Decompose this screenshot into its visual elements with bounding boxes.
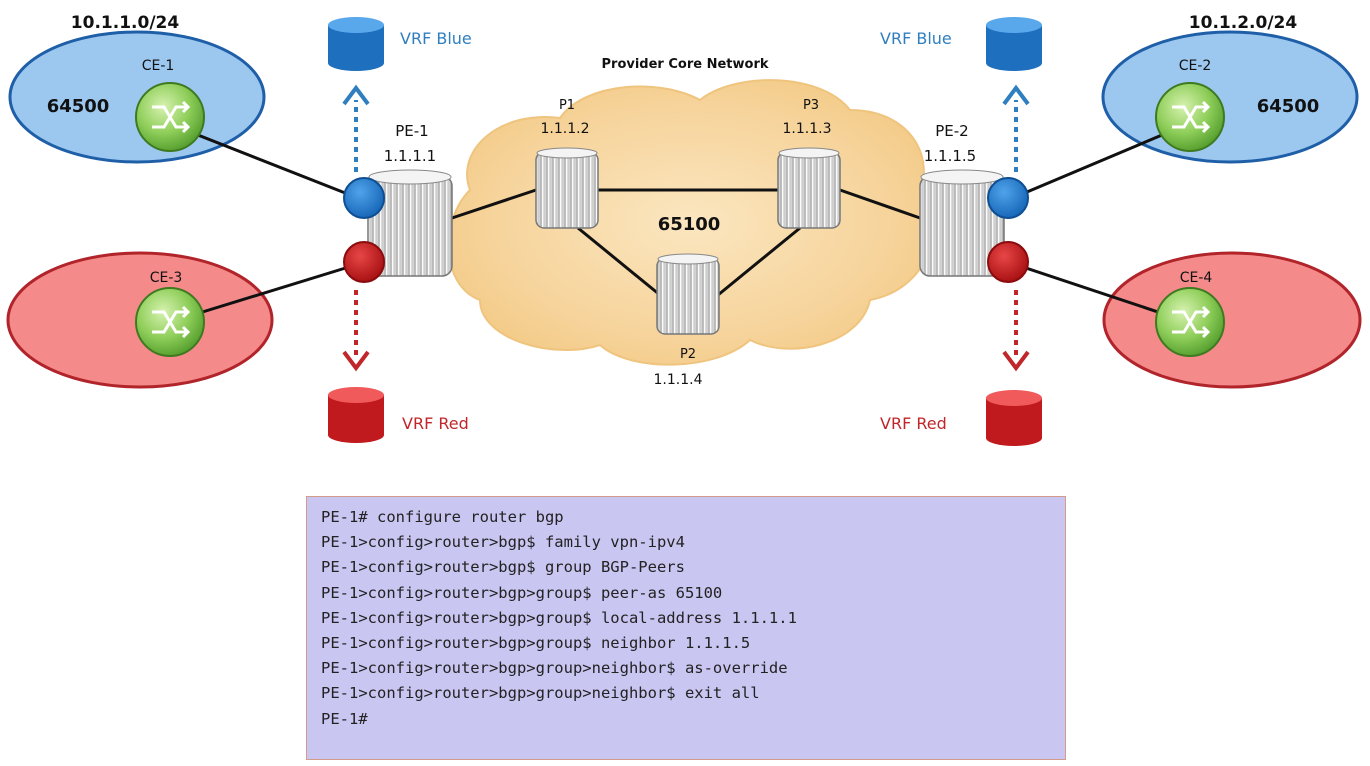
p3-name-label: P3 — [803, 98, 819, 113]
p1-ip-label: 1.1.1.2 — [541, 121, 590, 137]
vrf-red-left-icon — [328, 387, 384, 443]
ce4-label: CE-4 — [1180, 270, 1213, 286]
pe1-red-interface-dot — [343, 241, 385, 283]
vrf-blue-right-label: VRF Blue — [880, 29, 952, 48]
ce1-as-label: 64500 — [47, 96, 110, 117]
cli-line: PE-1# configure router bgp — [321, 508, 564, 526]
cli-line: PE-1>config>router>bgp$ group BGP-Peers — [321, 558, 685, 577]
router-pe2-icon — [919, 169, 1005, 277]
ce2-as-label: 64500 — [1257, 96, 1320, 117]
core-as-label: 65100 — [658, 214, 721, 235]
cli-line: PE-1>config>router>bgp>group>neighbor$ e… — [321, 684, 760, 703]
pe1-blue-interface-dot — [343, 177, 385, 219]
router-pe1-icon — [367, 169, 453, 277]
router-p1-icon — [535, 147, 599, 229]
ce3-label: CE-3 — [150, 270, 183, 286]
cli-line: PE-1# — [321, 709, 368, 728]
ce2-label: CE-2 — [1179, 58, 1212, 74]
cli-line: PE-1>config>router>bgp>group>neighbor$ a… — [321, 659, 788, 678]
vrf-red-right-icon — [986, 390, 1042, 446]
vrf-red-right-label: VRF Red — [880, 414, 947, 433]
router-ce4-icon — [1155, 287, 1225, 357]
pe2-red-interface-dot — [987, 241, 1029, 283]
ce1-label: CE-1 — [142, 58, 175, 74]
router-ce3-icon — [135, 287, 205, 357]
pe2-name-label: PE-2 — [935, 122, 968, 140]
vrf-arrows — [342, 84, 1030, 372]
router-p3-icon — [777, 147, 841, 229]
pe2-ip-label: 1.1.1.5 — [924, 147, 976, 165]
p2-ip-label: 1.1.1.4 — [654, 372, 703, 388]
vrf-blue-left-icon — [328, 17, 384, 71]
vrf-blue-left-label: VRF Blue — [400, 29, 472, 48]
pe1-name-label: PE-1 — [395, 122, 428, 140]
cli-config-box: PE-1# configure router bgp PE-1>config>r… — [306, 496, 1066, 760]
p1-name-label: P1 — [559, 98, 575, 113]
router-p2-icon — [656, 253, 720, 335]
vrf-red-left-label: VRF Red — [402, 414, 469, 433]
subnet-right-label: 10.1.2.0/24 — [1189, 13, 1298, 33]
cli-line: PE-1>config>router>bgp>group$ peer-as 65… — [321, 583, 723, 602]
vrf-blue-right-icon — [986, 17, 1042, 71]
router-ce2-icon — [1155, 82, 1225, 152]
pe2-blue-interface-dot — [987, 177, 1029, 219]
cli-line: PE-1>config>router>bgp>group$ neighbor 1… — [321, 633, 751, 652]
cli-line: PE-1>config>router>bgp$ family vpn-ipv4 — [321, 533, 685, 552]
pe1-ip-label: 1.1.1.1 — [384, 147, 436, 165]
cli-line: PE-1>config>router>bgp>group$ local-addr… — [321, 608, 797, 627]
provider-core-title: Provider Core Network — [602, 57, 769, 72]
subnet-left-label: 10.1.1.0/24 — [71, 13, 180, 33]
site-ce4-ellipse — [1102, 251, 1362, 389]
p3-ip-label: 1.1.1.3 — [783, 121, 832, 137]
p2-name-label: P2 — [680, 347, 696, 362]
router-ce1-icon — [135, 82, 205, 152]
network-diagram: 10.1.1.0/24 10.1.2.0/24 VRF Blue VRF Blu… — [6, 13, 1362, 446]
